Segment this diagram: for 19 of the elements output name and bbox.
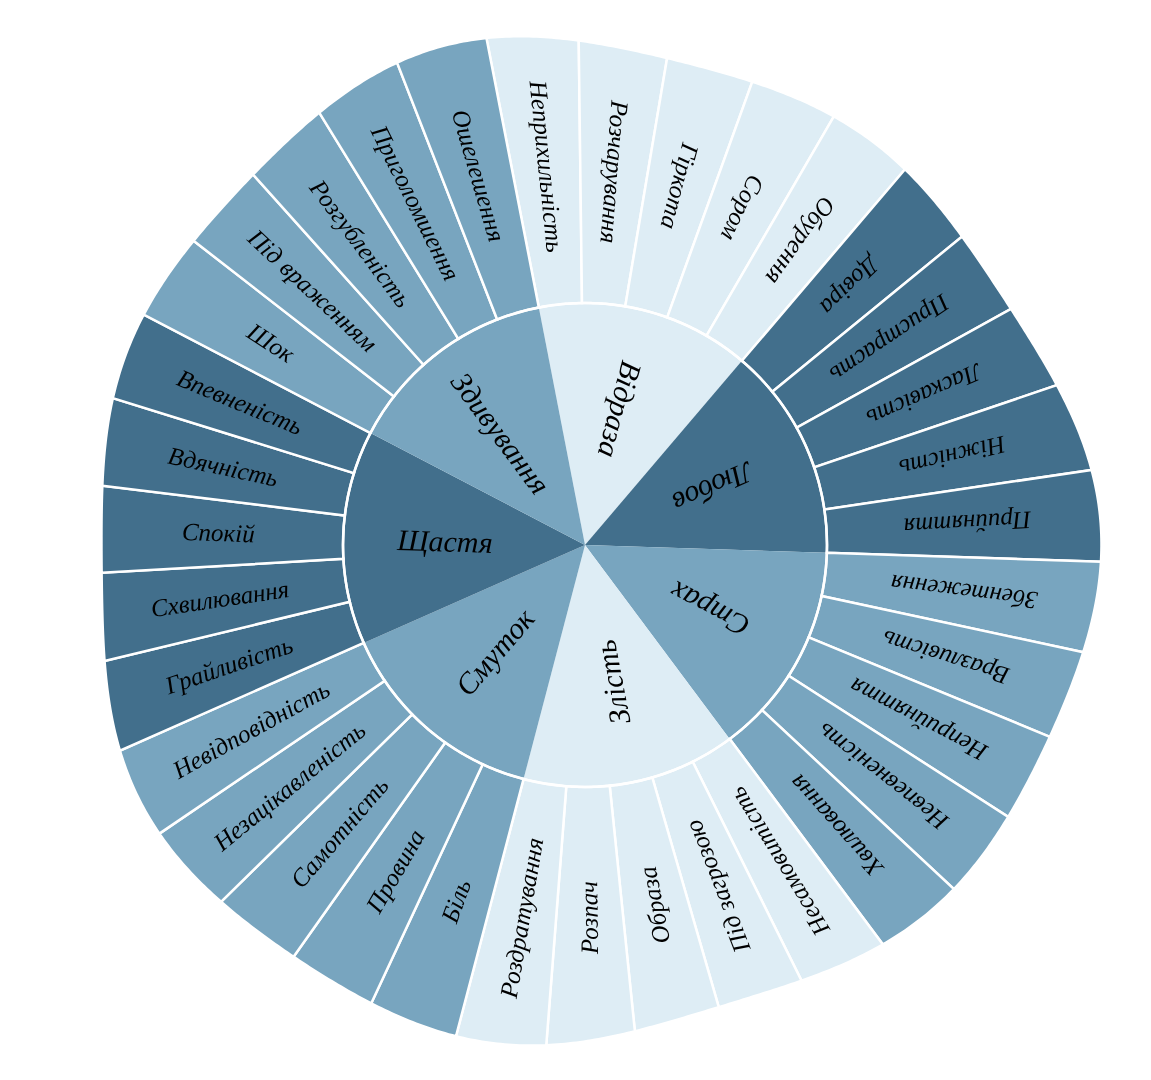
emotion-label: Сором [715, 170, 770, 245]
core-emotion-segment [585, 360, 827, 553]
emotion-label: Біль [435, 875, 477, 927]
core-emotion-label: Відраза [592, 357, 650, 462]
emotion-label: Розчарування [594, 99, 634, 245]
emotion-label: Вдячність [165, 441, 281, 493]
emotion-label: Роздратування [495, 835, 550, 1000]
core-emotion-label: Злість [587, 637, 636, 728]
emotion-label: Спокій [181, 518, 256, 549]
emotion-label: Розпач [575, 881, 604, 955]
emotion-label: Збентеження [889, 568, 1039, 615]
emotion-label: Образа [634, 864, 676, 946]
emotion-label: Ніжність [896, 430, 1009, 483]
emotion-label: Схвилювання [149, 575, 291, 623]
emotion-label: Неприхильність [523, 79, 569, 254]
emotion-label: Гіркота [654, 140, 704, 233]
core-emotion-label: Любов [668, 456, 759, 521]
emotion-label: Прийняття [902, 505, 1032, 541]
core-emotion-label: Щастя [396, 522, 494, 559]
